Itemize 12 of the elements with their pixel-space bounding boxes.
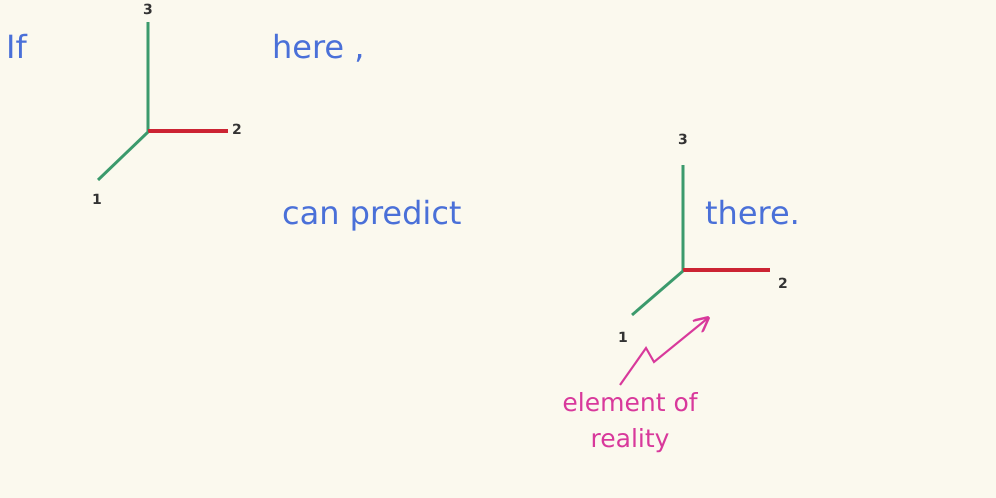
handwritten-text: here , [272,28,364,66]
axis-label: 3 [143,2,153,18]
annotation-text: element of reality [561,387,699,456]
leader-line [619,316,710,386]
handwritten-text: can predict [282,194,462,232]
axis-label: 2 [778,276,788,292]
handwritten-text: there. [705,194,800,232]
axis-label: 1 [92,192,102,208]
axis-label: 1 [618,330,628,346]
axis-label: 2 [232,122,242,138]
axis-label: 3 [678,132,688,148]
handwritten-text: If [6,28,27,66]
